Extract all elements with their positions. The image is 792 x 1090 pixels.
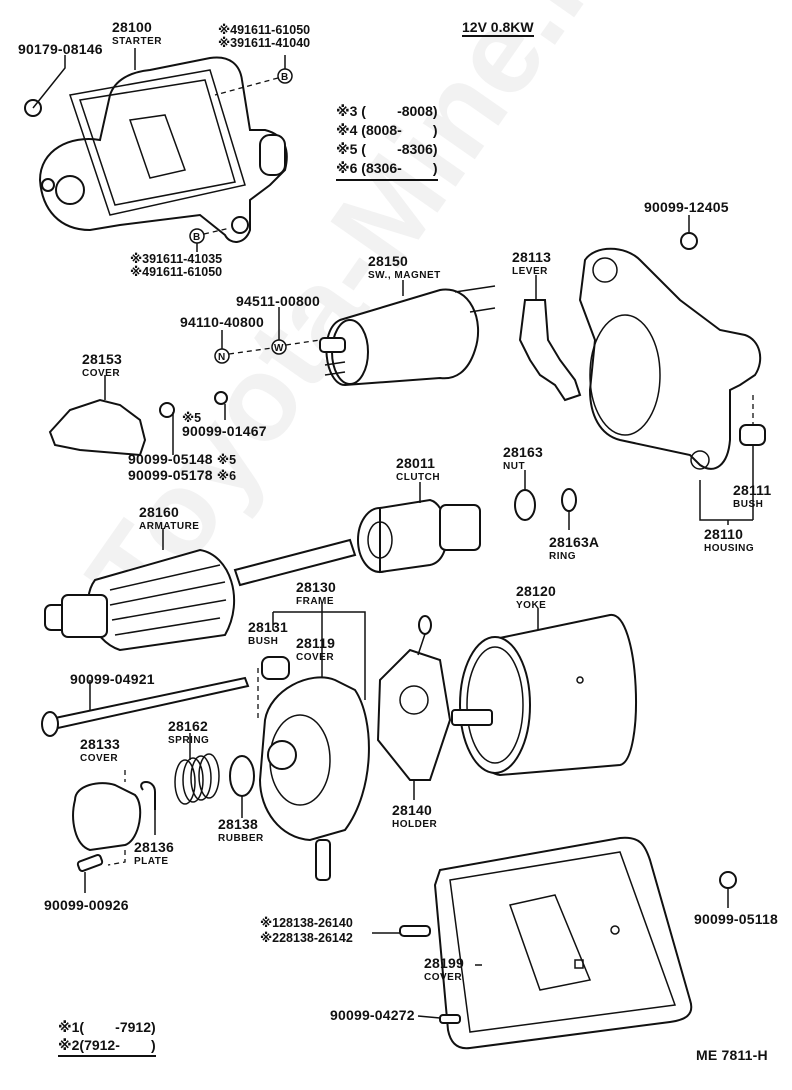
- label-94511-00800: 94511-00800: [236, 293, 320, 309]
- note-6: ※6 (8306- ): [336, 159, 438, 181]
- brush-holder-drawing: [376, 615, 452, 781]
- drawing-code: ME 7811-H: [696, 1047, 768, 1063]
- svg-text:B: B: [281, 72, 288, 83]
- label-spring: 28162 SPRING: [168, 718, 210, 746]
- note-5: ※5 ( -8306): [336, 141, 438, 157]
- label-yoke: 28120 YOKE: [516, 583, 556, 611]
- bolt-04272-icon: [439, 1014, 461, 1024]
- label-90099-04921: 90099-04921: [70, 671, 155, 687]
- label-mark-5: ※5: [182, 411, 202, 425]
- brush-icon: [399, 925, 431, 937]
- svg-text:W: W: [274, 343, 284, 354]
- label-nut-28163: 28163 NUT: [503, 444, 543, 472]
- label-bush-28131: 28131 BUSH: [248, 619, 288, 647]
- clutch-drawing: [357, 498, 481, 574]
- screw-00926-icon: [76, 854, 104, 872]
- label-lever: 28113 LEVER: [512, 249, 552, 277]
- label-brush: ※128138-26140 ※228138-26142: [260, 916, 353, 945]
- label-90099-05148: 90099-05148 ※5: [128, 451, 237, 467]
- yoke-drawing: [451, 613, 637, 777]
- label-sw-magnet: 28150 SW., MAGNET: [368, 253, 441, 281]
- marker-b-top: [277, 68, 293, 84]
- svg-text:N: N: [218, 352, 225, 363]
- starter-assembly-drawing: [38, 56, 288, 243]
- washer-01467-icon: [214, 391, 228, 405]
- notes-bottom: ※1( -7912) ※2(7912- ): [58, 1018, 156, 1057]
- cover-28153-drawing: [48, 398, 147, 457]
- label-frame: 28130 FRAME: [296, 579, 336, 607]
- spring-drawing: [174, 753, 220, 805]
- note-2: ※2(7912- ): [58, 1036, 156, 1057]
- bolt-frame-icon: [315, 839, 331, 881]
- label-rubber: 28138 RUBBER: [218, 816, 264, 844]
- housing-drawing: [578, 247, 762, 470]
- label-b-top: ※491611-61050 ※391611-41040: [218, 23, 311, 50]
- label-plate: 28136 PLATE: [134, 839, 174, 867]
- notes-top: ※3 ( -8008) ※4 (8008- ) ※5 ( -8306) ※6 (…: [336, 102, 438, 181]
- lever-drawing: [518, 299, 582, 402]
- label-cover-28153: 28153 COVER: [82, 351, 122, 379]
- cover-28133-drawing: [72, 782, 142, 852]
- ring-icon: [561, 488, 577, 512]
- label-starter: 28100 STARTER: [112, 19, 162, 47]
- nut-05118-icon: [719, 871, 737, 889]
- cover-28199-drawing: [433, 836, 693, 1050]
- note-4: ※4 (8008- ): [336, 122, 438, 138]
- armature-drawing: [44, 538, 357, 652]
- label-cover-28119: 28119 COVER: [296, 635, 336, 663]
- label-90099-04272: 90099-04272: [330, 1007, 415, 1023]
- plate-icon: [140, 781, 156, 810]
- label-clutch: 28011 CLUTCH: [396, 455, 441, 483]
- label-94110-40800: 94110-40800: [180, 314, 264, 330]
- bush-28131-icon: [261, 656, 290, 680]
- label-90099-01467: 90099-01467: [182, 423, 267, 439]
- nut-12405-icon: [680, 232, 698, 250]
- rubber-icon: [229, 755, 255, 797]
- svg-text:B: B: [193, 232, 200, 243]
- bush-28111-icon: [739, 424, 766, 446]
- label-90099-12405: 90099-12405: [644, 199, 729, 215]
- label-90099-00926: 90099-00926: [44, 897, 129, 913]
- label-holder: 28140 HOLDER: [392, 802, 438, 830]
- label-armature: 28160 ARMATURE: [139, 504, 200, 532]
- label-bush-28111: 28111 BUSH: [733, 482, 772, 510]
- label-cover-28133: 28133 COVER: [80, 736, 120, 764]
- label-cover-28199: 28199 COVER: [424, 955, 464, 983]
- nut-05148-icon: [159, 402, 175, 418]
- magnet-switch-drawing: [319, 285, 496, 387]
- label-90179-08146: 90179-08146: [18, 41, 103, 57]
- frame-drawing: [258, 676, 370, 842]
- label-90099-05118: 90099-05118: [694, 911, 778, 927]
- label-ring: 28163A RING: [549, 534, 600, 562]
- note-3: ※3 ( -8008): [336, 103, 438, 119]
- label-b-bottom: ※391611-41035 ※491611-61050: [130, 252, 223, 279]
- spec-label: 12V 0.8KW: [462, 19, 534, 37]
- note-1: ※1( -7912): [58, 1019, 156, 1035]
- nut-28163-icon: [514, 489, 536, 521]
- label-90099-05178: 90099-05178 ※6: [128, 467, 237, 483]
- label-housing: 28110 HOUSING: [704, 526, 755, 554]
